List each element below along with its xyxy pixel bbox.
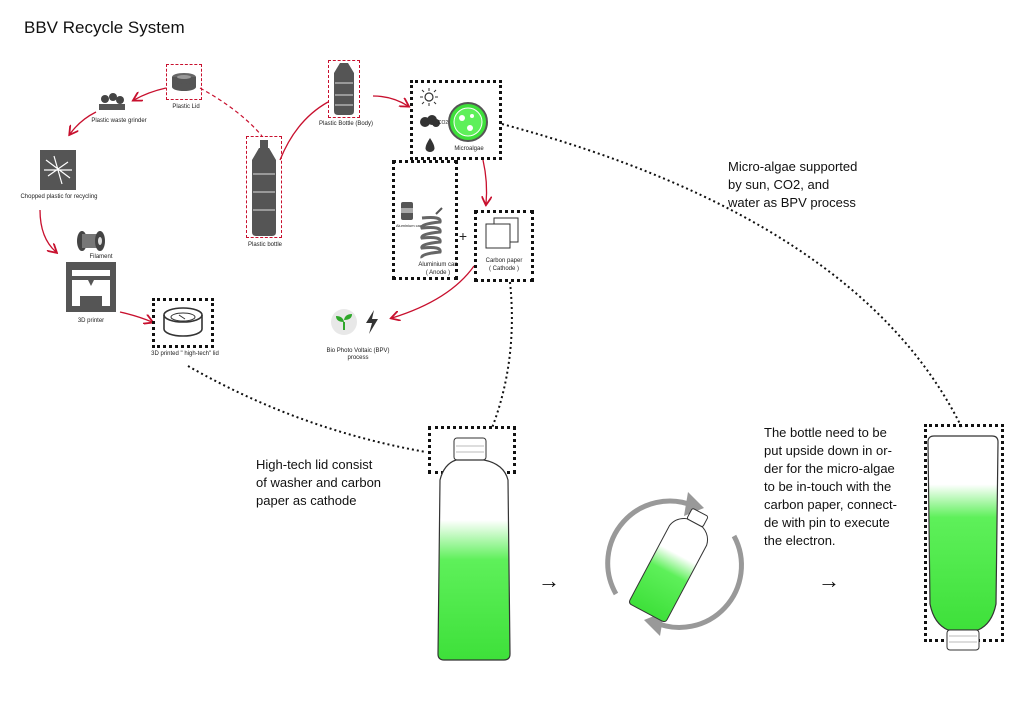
grinder-icon <box>99 93 125 110</box>
printed-lid-box <box>152 298 214 348</box>
arrow-chopped-to-printer <box>39 209 56 252</box>
dashed-lid-to-bottle <box>199 87 263 137</box>
plastic-bottle-box <box>246 136 282 238</box>
plastic-lid-icon <box>172 73 196 91</box>
step-arrow-1: → <box>538 568 560 593</box>
lid-note-line: paper as cathode <box>256 493 357 508</box>
co2-cloud-icon <box>420 115 440 127</box>
aluminium-can-label: Aluminium can <box>418 262 458 268</box>
printer-3d-icon <box>66 262 116 312</box>
arrow-printer-to-lid <box>119 311 152 322</box>
printed-lid-label: 3D printed " high-tech" lid <box>151 351 219 357</box>
carbon-paper-label: Carbon paper <box>485 258 523 264</box>
rotate-arrow-bottom-icon <box>652 534 744 630</box>
dotted-lid-to-cap <box>187 365 427 453</box>
microalgae-note-line: water as BPV process <box>728 195 856 210</box>
rotate-arrow-top-icon <box>605 498 695 596</box>
grinder-label: Plastic waste grinder <box>91 118 147 124</box>
lid-note: High-tech lid consist of washer and carb… <box>256 456 436 510</box>
bottle-note-line: der for the micro-algae <box>764 461 895 476</box>
bottle-body-box <box>328 60 360 118</box>
bpv-process-label: Bio Photo Voltaic (BPV) process <box>326 348 390 362</box>
sun-icon <box>420 88 438 106</box>
green-bottle-inverted <box>927 435 999 651</box>
bottle-note: The bottle need to be put upside down in… <box>764 424 924 550</box>
page-title: BBV Recycle System <box>24 18 185 37</box>
microalgae-label: Microalgae <box>454 146 484 152</box>
bottle-note-line: put upside down in or- <box>764 443 892 458</box>
microalgae-note-line: Micro-algae supported <box>728 159 858 174</box>
filament-label: Filament <box>89 254 113 260</box>
microalgae-box <box>410 80 502 160</box>
printer-3d-label: 3D printer <box>77 318 105 324</box>
arrow-microalgae-to-carbon <box>483 159 487 204</box>
lightning-icon <box>366 310 378 334</box>
bottle-body-label: Plastic Bottle (Body) <box>318 121 374 127</box>
co2-label: CO2 <box>437 120 449 126</box>
carbon-paper-icon <box>485 217 519 249</box>
plastic-bottle-label: Plastic bottle <box>247 242 283 248</box>
coil-icon <box>420 207 443 259</box>
plant-icon <box>331 309 357 335</box>
microalgae-note-line: by sun, CO2, and <box>728 177 830 192</box>
arrow-lid-to-grinder <box>134 87 167 100</box>
anode-label: ( Anode ) <box>425 270 451 276</box>
lid-note-line: of washer and carbon <box>256 475 382 490</box>
printed-lid-icon <box>163 307 203 337</box>
plastic-lid-box <box>166 64 202 100</box>
microalgae-note: Micro-algae supported by sun, CO2, and w… <box>728 158 928 212</box>
aluminium-can-small-label: Aluminium can <box>395 223 423 228</box>
dotted-carbon-to-cap <box>491 281 513 429</box>
arrow-body-to-microalgae <box>372 95 408 106</box>
bottle-note-line: The bottle need to be <box>764 425 887 440</box>
green-bottle-upright <box>437 437 511 661</box>
chopped-plastic-icon <box>40 150 76 190</box>
microalgae-dish-icon <box>448 102 488 142</box>
arrow-carbon-to-bpv <box>392 265 475 318</box>
plus-sign: + <box>458 228 468 244</box>
bottle-note-line: the electron. <box>764 533 836 548</box>
water-drop-icon <box>425 138 435 152</box>
bottle-note-line: to be in-touch with the <box>764 479 892 494</box>
dotted-microalgae-to-final <box>501 123 963 429</box>
rotation-graphic <box>605 492 744 636</box>
filament-spool-icon <box>77 231 105 251</box>
arrow-grinder-to-chopped <box>70 111 97 134</box>
bottle-note-line: de with pin to execute <box>764 515 890 530</box>
aluminium-can-icon <box>401 202 413 220</box>
cathode-label: ( Cathode ) <box>488 266 519 272</box>
bottle-note-line: carbon paper, connect- <box>764 497 897 512</box>
chopped-plastic-label: Chopped plastic for recycling <box>20 194 98 200</box>
plastic-bottle-icon <box>252 140 276 236</box>
step-arrow-2: → <box>818 568 840 593</box>
arrow-bottle-to-body <box>279 101 329 161</box>
cathode-box <box>474 210 534 282</box>
bottle-body-icon <box>334 63 354 115</box>
plastic-lid-label: Plastic Lid <box>172 104 200 110</box>
lid-note-line: High-tech lid consist <box>256 457 373 472</box>
anode-box <box>392 160 458 280</box>
